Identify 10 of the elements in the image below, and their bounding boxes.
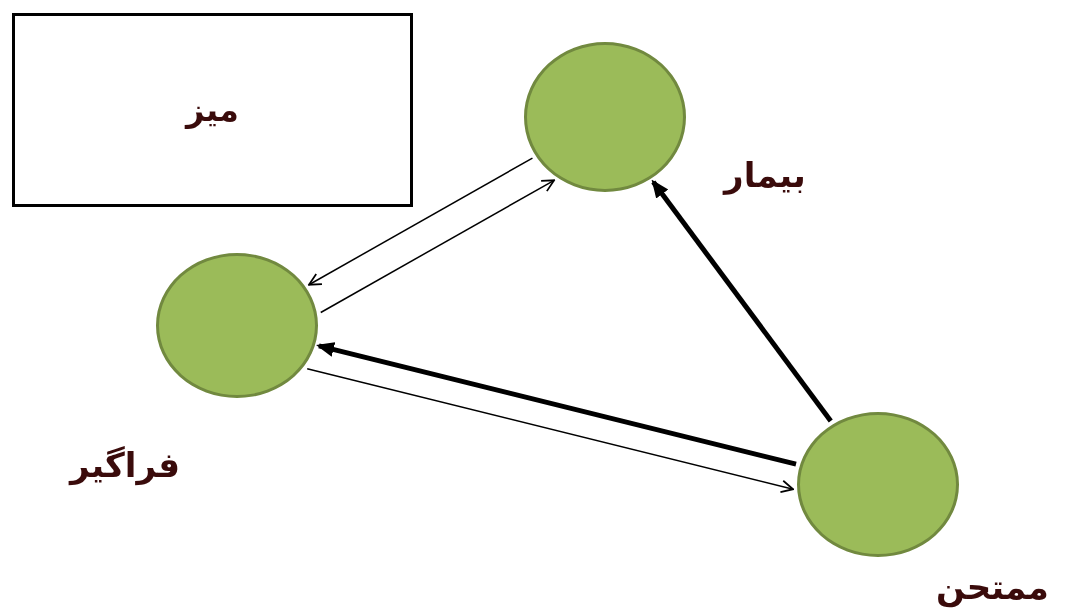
table-box (12, 13, 413, 207)
node-label: میز (186, 90, 239, 131)
node-caption: ممتحن (935, 566, 1050, 610)
arrow (316, 342, 797, 467)
node-caption: بیمار (721, 154, 807, 197)
arrow (308, 157, 534, 286)
arrow (320, 179, 555, 314)
arrow (651, 179, 833, 423)
arrow (306, 367, 795, 493)
node-caption: فراگیر (67, 444, 181, 488)
